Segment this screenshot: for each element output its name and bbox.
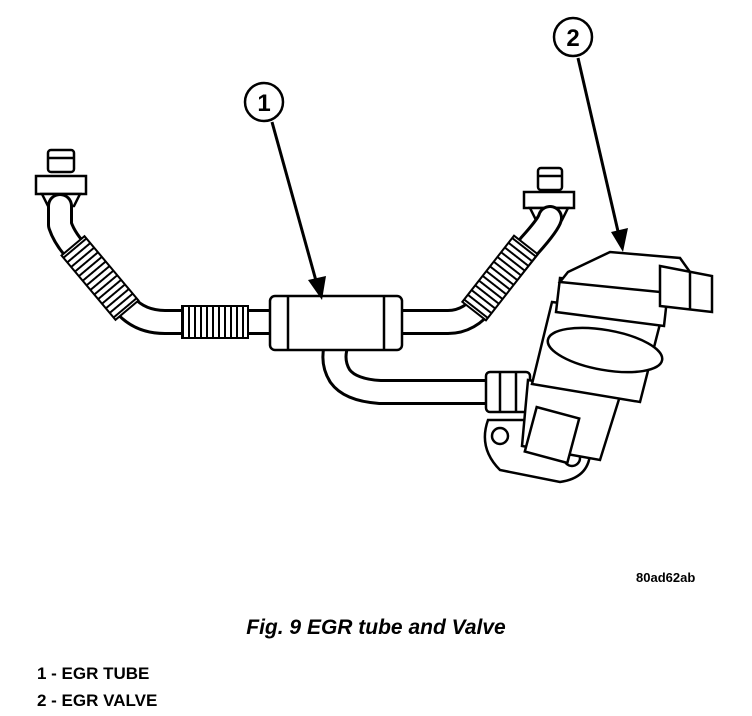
legend-item-egr-valve: 2 - EGR VALVE: [37, 691, 158, 710]
callout-1: 1: [243, 81, 326, 300]
callout-2: 2: [552, 16, 628, 252]
tube-junction-block: [268, 294, 404, 352]
legend-item-egr-tube: 1 - EGR TUBE: [37, 664, 150, 683]
svg-text:1: 1: [257, 90, 270, 117]
svg-text:2: 2: [566, 25, 579, 52]
tube-nut: [484, 370, 532, 414]
legend: 1 - EGR TUBE 2 - EGR VALVE: [37, 660, 157, 714]
egr-valve: [483, 250, 714, 484]
figure-code: 80ad62ab: [636, 570, 696, 585]
left-tube-fitting: [34, 148, 88, 208]
figure-caption: Fig. 9 EGR tube and Valve: [246, 616, 506, 639]
bellows-sections: [60, 234, 540, 339]
egr-diagram: 1 2: [34, 16, 714, 484]
